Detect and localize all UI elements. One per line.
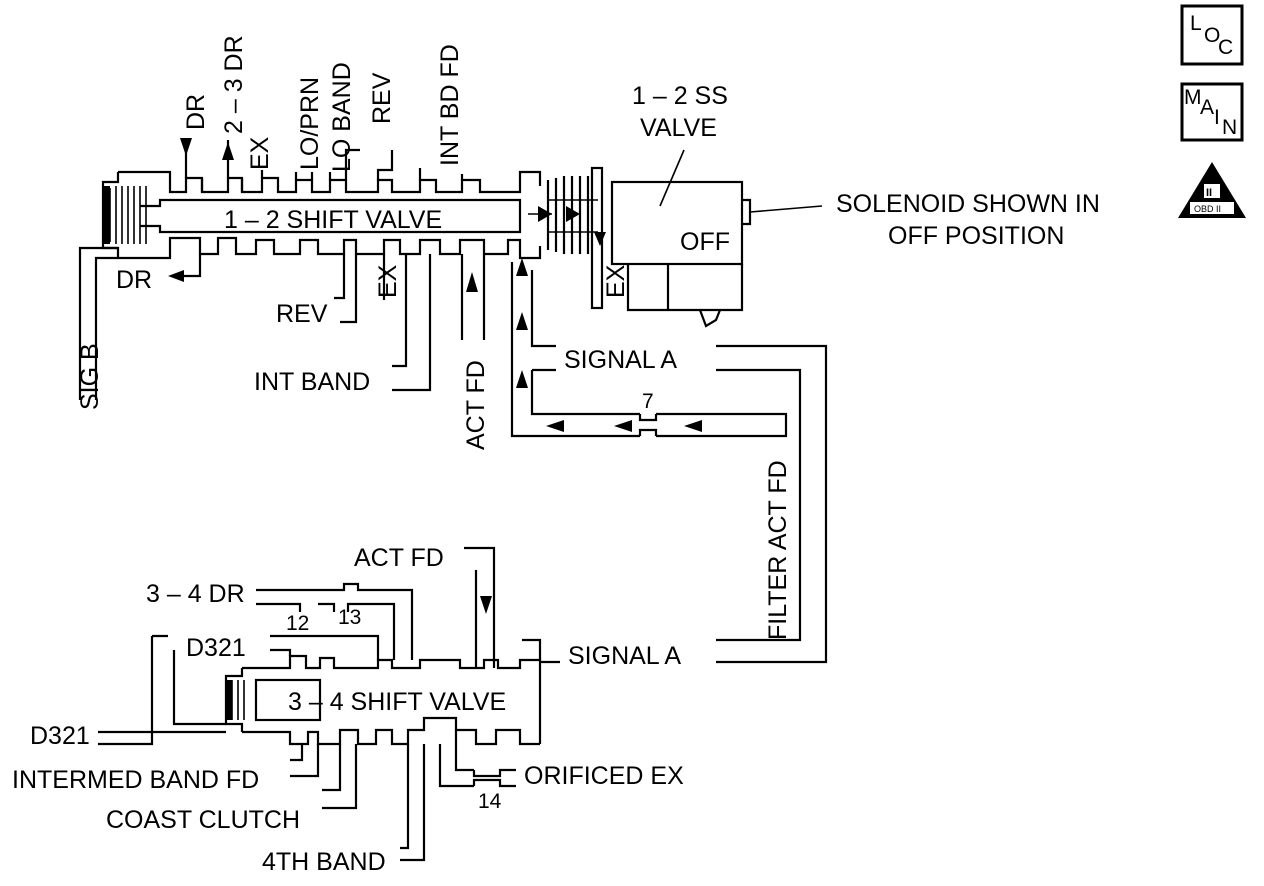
shift-valve-3-4 [224,654,542,746]
bottom-port-lines-1-2 [78,246,486,400]
port-label-act-fd-lower: ACT FD [354,544,444,572]
shift-valve-1-2 [101,170,552,260]
port-label-orificed-ex: ORIFICED EX [524,762,684,790]
solenoid-title-line2: VALVE [640,114,717,142]
loc-letter-l: L [1190,12,1202,35]
port-label-ex-bottom: EX [374,264,402,298]
filter-act-fd-label: FILTER ACT FD [764,460,792,640]
loc-letter-c: C [1218,36,1233,59]
port-label-int-bd-fd: INT BD FD [436,44,464,166]
solenoid-state: OFF [680,228,730,256]
solenoid-exhaust: EX [602,264,630,298]
orifice-14-label: 14 [478,790,502,813]
port-label-coast-clutch: COAST CLUTCH [106,806,300,834]
port-label-2-3-dr: 2 – 3 DR [220,35,248,134]
solenoid-title-line1: 1 – 2 SS [632,82,728,110]
port-label-3-4-dr: 3 – 4 DR [146,580,245,608]
shift-valve-3-4-label: 3 – 4 SHIFT VALVE [288,688,506,716]
main-letter-a: A [1200,96,1214,119]
loc-letter-o: O [1204,24,1220,47]
main-letter-m: M [1184,86,1202,109]
port-label-act-fd-upper: ACT FD [462,360,490,450]
port-label-d321-lower: D321 [30,722,90,750]
port-label-rev-top: REV [368,72,396,124]
port-label-lo-prn: LO/PRN [296,77,324,170]
shift-valve-1-2-label: 1 – 2 SHIFT VALVE [224,206,442,234]
main-letter-i: I [1214,106,1220,129]
port-label-intermed-band-fd: INTERMED BAND FD [12,766,259,794]
obd-ii-badge: II OBD II [1178,162,1246,218]
port-label-rev-bottom: REV [276,300,328,328]
main-badge: M A I N [1180,82,1244,142]
port-label-4th-band: 4TH BAND [262,848,386,876]
loc-badge: L O C [1180,4,1244,66]
orifice-7-label: 7 [642,390,654,413]
port-label-sig-b: SIG B [76,343,104,410]
obd-roman: II [1206,187,1212,199]
signal-a-bottom-label: SIGNAL A [568,642,681,670]
port-label-dr-top: DR [182,94,210,130]
solenoid-note-line1: SOLENOID SHOWN IN [836,190,1100,218]
signal-a-top-label: SIGNAL A [564,346,677,374]
top-port-lines-1-2 [180,138,464,192]
solenoid-1-2-ss [546,149,823,328]
main-letter-n: N [1222,116,1237,139]
obd-text: OBD II [1194,204,1221,214]
port-label-dr-bottom: DR [116,266,152,294]
orifice-12-label: 12 [286,612,309,635]
port-label-d321-upper: D321 [186,634,246,662]
orifice-13-label: 13 [338,606,361,629]
solenoid-note-line2: OFF POSITION [888,222,1064,250]
port-label-lo-band: LO BAND [328,62,356,172]
port-label-int-band: INT BAND [254,368,370,396]
port-lines-3-4 [98,546,560,862]
signal-a-circuit [510,258,828,664]
port-label-ex-top: EX [246,136,274,170]
